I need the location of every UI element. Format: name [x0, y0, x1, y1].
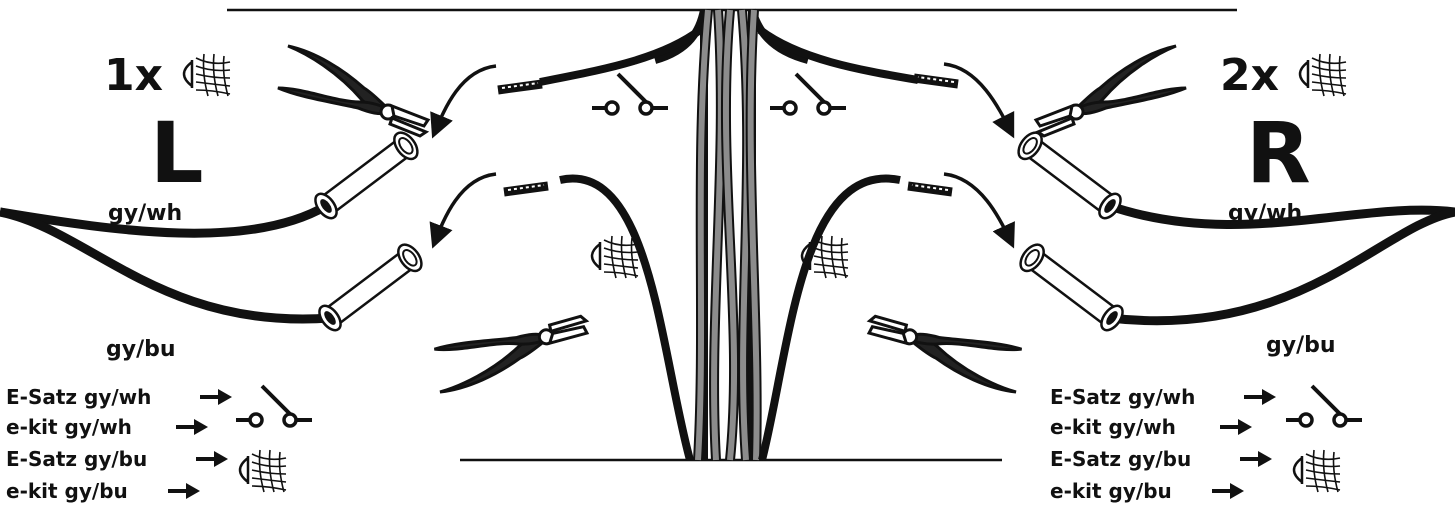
right-side-letter: R [1246, 104, 1311, 202]
left-legend: E-Satz gy/wh e-kit gy/wh E-Satz gy/bu e-… [6, 385, 312, 503]
stripped-wire-end [914, 77, 958, 84]
lamp-icon [592, 236, 638, 278]
right-wire-top-label: gy/wh [1228, 201, 1302, 226]
right-legend-line-2: e-kit gy/wh [1050, 415, 1176, 439]
lamp-icon [184, 54, 230, 96]
arrow-icon [434, 174, 496, 244]
right-legend-line-3: E-Satz gy/bu [1050, 447, 1191, 471]
right-count: 2x [1220, 50, 1279, 101]
right-legend-line-4: e-kit gy/bu [1050, 479, 1172, 503]
switch-icon [592, 74, 668, 114]
butt-connector-icon [1014, 128, 1125, 222]
pliers-icon [867, 301, 1026, 406]
lamp-icon [240, 450, 286, 492]
left-legend-line-1: E-Satz gy/wh [6, 385, 151, 409]
left-legend-line-4: e-kit gy/bu [6, 479, 128, 503]
switch-icon [236, 386, 312, 426]
lamp-icon [1294, 450, 1340, 492]
right-legend-line-1: E-Satz gy/wh [1050, 385, 1195, 409]
arrow-icon [176, 419, 208, 435]
stripped-wire-end [504, 185, 548, 192]
switch-icon [770, 74, 846, 114]
right-wire-bottom-label: gy/bu [1266, 333, 1336, 358]
arrow-icon [1240, 451, 1272, 467]
left-legend-line-3: E-Satz gy/bu [6, 447, 147, 471]
left-count: 1x [104, 50, 163, 101]
arrow-icon [944, 64, 1012, 134]
arrow-icon [200, 389, 232, 405]
pliers-icon [430, 301, 589, 406]
wire-gy-bu-right [1110, 212, 1455, 321]
pliers-icon [1036, 46, 1186, 136]
left-legend-line-2: e-kit gy/wh [6, 415, 132, 439]
butt-connector-icon [1016, 240, 1127, 334]
arrow-icon [1220, 419, 1252, 435]
arrow-icon [168, 483, 200, 499]
stripped-wire-end [908, 185, 952, 192]
arrow-icon [944, 174, 1012, 244]
arrow-icon [434, 66, 496, 134]
stripped-wire-end [498, 83, 542, 90]
arrow-icon [196, 451, 228, 467]
lamp-icon [802, 236, 848, 278]
left-wire-top-label: gy/wh [108, 201, 182, 226]
pliers-icon [278, 46, 428, 136]
arrow-icon [1212, 483, 1244, 499]
switch-icon [1286, 386, 1362, 426]
right-legend: E-Satz gy/wh e-kit gy/wh E-Satz gy/bu e-… [1050, 385, 1362, 503]
wire-harness [540, 10, 918, 460]
butt-connector-icon [311, 128, 422, 222]
lamp-icon [1300, 54, 1346, 96]
left-side-letter: L [150, 104, 204, 202]
butt-connector-icon [315, 240, 426, 334]
arrow-icon [1244, 389, 1276, 405]
left-wire-bottom-label: gy/bu [106, 337, 176, 362]
